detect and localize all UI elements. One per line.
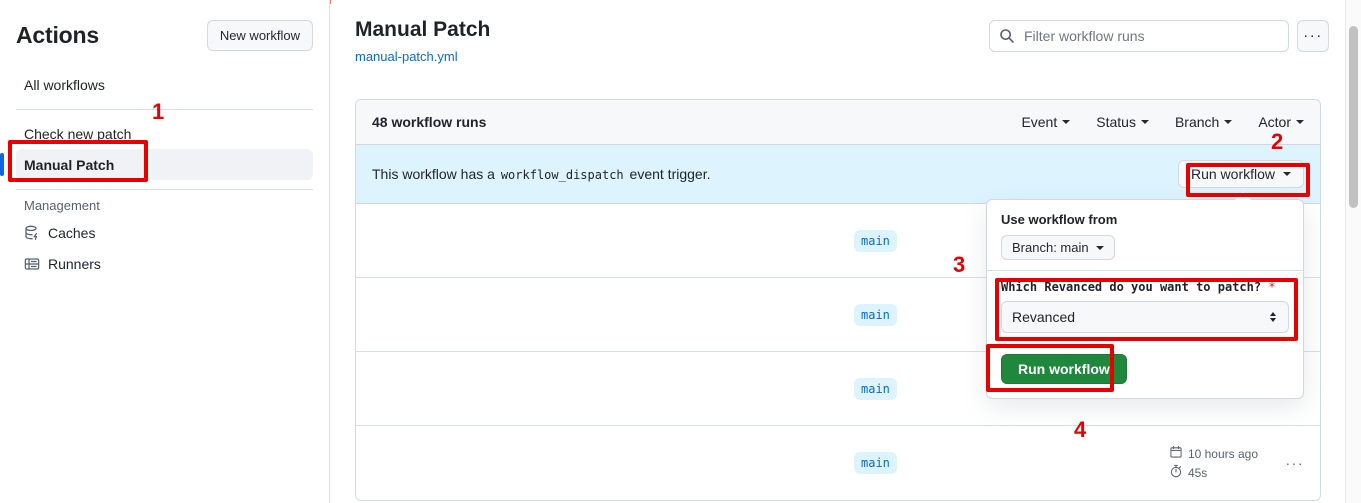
stopwatch-icon (1169, 464, 1183, 481)
workflow-input-field: Which Revanced do you want to patch? * R… (987, 271, 1303, 344)
run-workflow-dropdown-panel: Use workflow from Branch: main Which Rev… (986, 199, 1304, 399)
required-marker: * (1268, 280, 1276, 294)
cache-icon (24, 225, 40, 241)
branch-selector-button[interactable]: Branch: main (1001, 235, 1115, 260)
workflow-input-label: Which Revanced do you want to patch? * (1001, 280, 1289, 294)
branch-badge[interactable]: main (854, 377, 897, 400)
header-kebab-menu-button[interactable]: ··· (1297, 20, 1329, 52)
workflow-title-block: Manual Patch manual-patch.yml (355, 16, 490, 64)
sidebar-divider-1 (16, 109, 313, 110)
row-kebab-menu-button[interactable]: ··· (1285, 455, 1304, 471)
runs-filter-group: Event Status Branch Actor (1021, 114, 1304, 130)
chevron-down-icon (1224, 120, 1233, 124)
run-timestamp: 10 hours ago (1169, 444, 1258, 463)
filter-label: Actor (1258, 114, 1291, 130)
workflow-run-count: 48 workflow runs (372, 114, 487, 130)
search-icon (999, 28, 1015, 49)
use-workflow-from-section: Use workflow from Branch: main (987, 200, 1303, 270)
sidebar-section-management: Management (24, 198, 100, 213)
dispatch-text-after: event trigger. (629, 166, 711, 182)
sidebar-item-manual-patch[interactable]: Manual Patch (0, 149, 313, 180)
workflow-input-label-text: Which Revanced do you want to patch? (1001, 280, 1262, 294)
sidebar-item-label: Caches (48, 224, 96, 241)
chevron-down-icon (1140, 120, 1149, 124)
sidebar-item-check-new-patch[interactable]: Check new patch (16, 118, 313, 149)
dispatch-event-code: workflow_dispatch (500, 168, 624, 182)
filter-status[interactable]: Status (1096, 114, 1149, 130)
sidebar-item-label: Manual Patch (24, 156, 115, 173)
run-meta: 10 hours ago 45s (1169, 444, 1258, 482)
revanced-select[interactable]: Revanced (1001, 301, 1289, 333)
table-row[interactable]: main (356, 204, 1320, 278)
header-actions: ··· (989, 20, 1329, 52)
branch-badge[interactable]: main (854, 229, 897, 252)
chevron-down-icon (1062, 120, 1071, 124)
workflow-file-link[interactable]: manual-patch.yml (355, 49, 458, 64)
vertical-scrollbar-track[interactable] (1345, 0, 1361, 503)
sidebar-divider-2 (16, 189, 313, 190)
run-workflow-submit-button[interactable]: Run workflow (1001, 354, 1127, 384)
runs-panel-header: 48 workflow runs Event Status Branch Act… (356, 100, 1320, 145)
runners-icon (24, 256, 40, 272)
workflow-input-select-wrap: Revanced (1001, 301, 1289, 333)
sidebar-header: Actions New workflow (16, 20, 313, 51)
sidebar-item-all-workflows[interactable]: All workflows (16, 69, 313, 100)
sidebar-nav: All workflows Check new patch Manual Pat… (0, 69, 313, 279)
filter-actor[interactable]: Actor (1258, 114, 1304, 130)
table-row[interactable]: main (356, 278, 1320, 352)
sidebar-item-label: All workflows (24, 76, 105, 93)
use-workflow-from-label: Use workflow from (1001, 212, 1118, 227)
dispatch-banner-text: This workflow has a workflow_dispatch ev… (372, 166, 710, 182)
new-workflow-button[interactable]: New workflow (206, 20, 313, 51)
run-workflow-button-label: Run workflow (1190, 166, 1275, 182)
dropdown-run-section: Run workflow (987, 344, 1303, 398)
filter-branch[interactable]: Branch (1174, 114, 1233, 130)
page-title: Manual Patch (355, 18, 491, 41)
calendar-icon (1169, 445, 1183, 462)
run-timestamp-text: 10 hours ago (1187, 446, 1258, 461)
workflow-dispatch-banner: This workflow has a workflow_dispatch ev… (356, 145, 1320, 204)
sidebar: Actions New workflow All workflows Check… (0, 0, 330, 503)
workflow-runs-panel: 48 workflow runs Event Status Branch Act… (355, 99, 1321, 501)
sidebar-item-runners[interactable]: Runners (16, 248, 313, 279)
chevron-down-icon (1296, 120, 1304, 124)
branch-badge[interactable]: main (854, 303, 897, 326)
search-input[interactable] (1022, 27, 1288, 45)
sidebar-item-label: Check new patch (24, 125, 132, 142)
run-duration: 45s (1169, 463, 1258, 482)
search-box[interactable] (989, 20, 1289, 52)
table-row[interactable]: main 10 hours ago (356, 426, 1320, 500)
vertical-scrollbar-thumb[interactable] (1349, 26, 1358, 208)
main-header: Manual Patch manual-patch.yml ··· (355, 0, 1329, 64)
branch-selector-label: Branch: main (1012, 240, 1089, 255)
dispatch-text-before: This workflow has a (372, 166, 495, 182)
branch-badge[interactable]: main (854, 452, 897, 474)
annotation-number-1: 1 (152, 99, 165, 124)
annotation-number-2: 2 (1271, 129, 1284, 154)
annotation-number-3: 3 (953, 252, 966, 277)
filter-label: Event (1021, 114, 1058, 130)
annotation-number-4: 4 (1074, 417, 1087, 442)
dropdown-divider (987, 270, 1303, 271)
run-workflow-dropdown-button[interactable]: Run workflow (1177, 160, 1304, 188)
filter-event[interactable]: Event (1021, 114, 1071, 130)
filter-label: Status (1096, 114, 1136, 130)
sidebar-item-label: Runners (48, 255, 101, 272)
sidebar-title: Actions (16, 22, 99, 48)
chevron-down-icon (1095, 245, 1104, 250)
filter-label: Branch (1174, 114, 1220, 130)
kebab-icon: ··· (1303, 27, 1323, 44)
chevron-down-icon (1283, 172, 1291, 176)
sidebar-item-caches[interactable]: Caches (16, 217, 313, 248)
run-duration-text: 45s (1187, 465, 1208, 480)
